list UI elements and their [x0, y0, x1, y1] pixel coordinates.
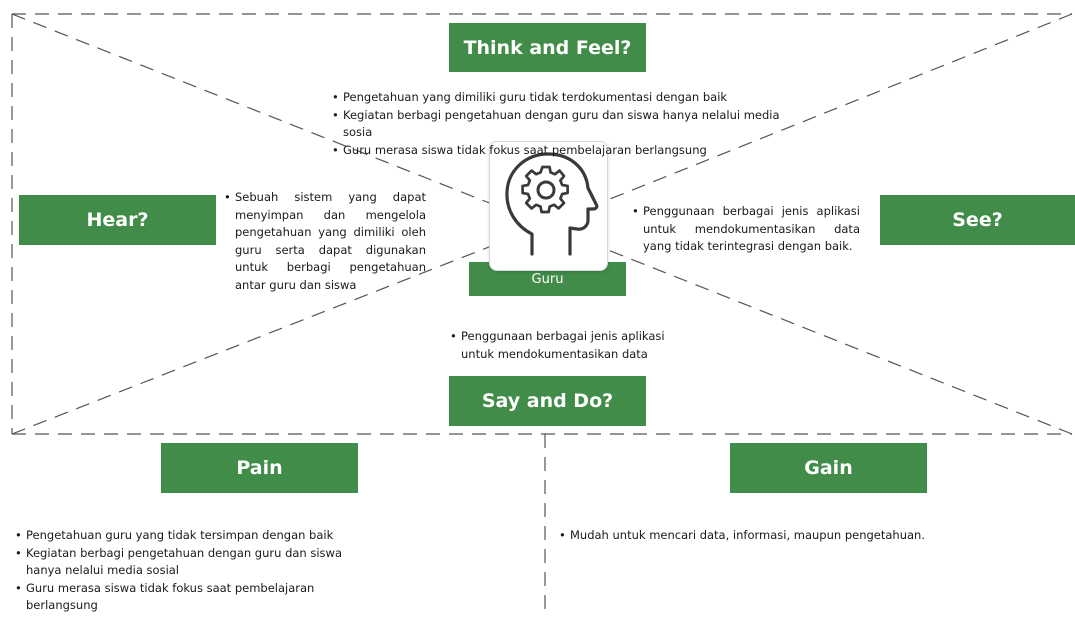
- think-feel-item: Pengetahuan yang dimiliki guru tidak ter…: [332, 89, 812, 107]
- gain-item: Mudah untuk mencari data, informasi, mau…: [559, 527, 959, 545]
- see-list: Penggunaan berbagai jenis aplikasi untuk…: [632, 203, 860, 256]
- say-do-list: Penggunaan berbagai jenis aplikasi untuk…: [450, 328, 670, 363]
- see-title: See?: [880, 195, 1075, 245]
- persona-card: [489, 141, 608, 271]
- pain-item: Pengetahuan guru yang tidak tersimpan de…: [15, 527, 375, 545]
- think-feel-title: Think and Feel?: [449, 23, 646, 72]
- think-feel-item: Kegiatan berbagi pengetahuan dengan guru…: [332, 107, 812, 142]
- pain-list: Pengetahuan guru yang tidak tersimpan de…: [15, 527, 375, 615]
- say-do-title: Say and Do?: [449, 376, 646, 426]
- hear-list: Sebuah sistem yang dapat menyimpan dan m…: [224, 189, 426, 294]
- pain-item: Kegiatan berbagi pengetahuan dengan guru…: [15, 545, 375, 580]
- head-gear-icon: [505, 152, 599, 256]
- pain-item: Guru merasa siswa tidak fokus saat pembe…: [15, 580, 375, 615]
- pain-title: Pain: [161, 443, 358, 493]
- diagonal-bottom-right: [544, 224, 1073, 435]
- think-feel-list: Pengetahuan yang dimiliki guru tidak ter…: [332, 89, 812, 159]
- think-feel-item: Guru merasa siswa tidak fokus saat pembe…: [332, 142, 812, 160]
- hear-title: Hear?: [19, 195, 216, 245]
- say-do-item: Penggunaan berbagai jenis aplikasi untuk…: [450, 328, 670, 363]
- diagonal-top-left: [11, 13, 546, 226]
- gain-title: Gain: [730, 443, 927, 493]
- gain-list: Mudah untuk mencari data, informasi, mau…: [559, 527, 959, 545]
- hear-item: Sebuah sistem yang dapat menyimpan dan m…: [224, 189, 426, 294]
- see-item: Penggunaan berbagai jenis aplikasi untuk…: [632, 203, 860, 256]
- diagonal-bottom-left: [11, 224, 546, 435]
